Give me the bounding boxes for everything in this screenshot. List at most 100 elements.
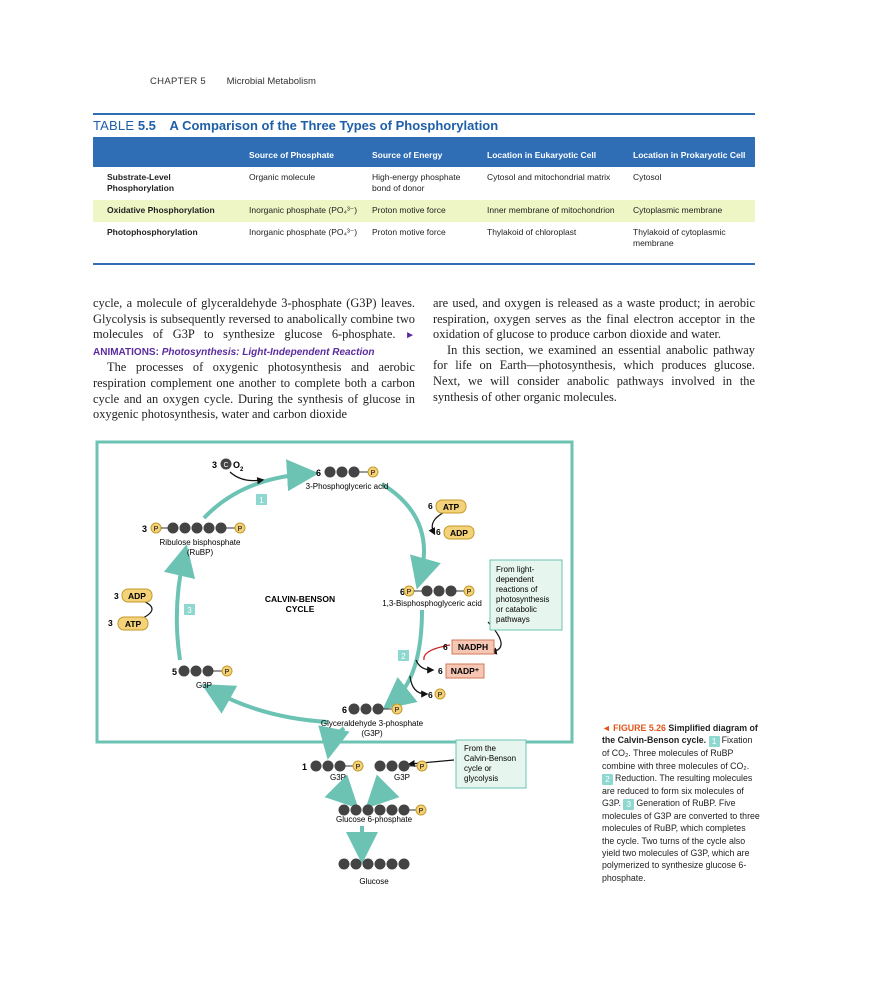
svg-text:Glyceraldehyde 3-phosphate: Glyceraldehyde 3-phosphate bbox=[321, 719, 424, 728]
calvin-source-box bbox=[455, 739, 527, 789]
svg-text:dependent: dependent bbox=[496, 575, 535, 584]
table-row: Oxidative Phosphorylation Inorganic phos… bbox=[93, 200, 755, 222]
svg-text:G3P: G3P bbox=[196, 681, 212, 690]
svg-text:ATP: ATP bbox=[125, 619, 142, 629]
row-heading: Substrate-Level Phosphorylation bbox=[107, 172, 175, 193]
svg-text:3: 3 bbox=[142, 524, 147, 534]
chapter-label: CHAPTER 5 bbox=[150, 76, 207, 87]
table-cell: Cytoplasmic membrane bbox=[627, 200, 755, 222]
table-cell: High-energy phosphate bond of donor bbox=[372, 172, 461, 193]
svg-text:Ribulose bisphosphate: Ribulose bisphosphate bbox=[160, 538, 241, 547]
svg-text:G3P: G3P bbox=[330, 773, 346, 782]
body-column-left: cycle, a molecule of glyceraldehyde 3-ph… bbox=[93, 296, 415, 423]
step-badge: 3 bbox=[623, 799, 635, 811]
svg-text:(G3P): (G3P) bbox=[361, 729, 383, 738]
figure-number: ◄ FIGURE 5.26 bbox=[602, 723, 666, 733]
step-badge: 2 bbox=[602, 773, 613, 785]
g3p-source-arrow bbox=[407, 759, 455, 768]
row-heading: Photophosphorylation bbox=[107, 227, 198, 237]
svg-text:2: 2 bbox=[401, 652, 406, 661]
svg-text:O: O bbox=[233, 460, 240, 470]
svg-text:P: P bbox=[395, 707, 400, 714]
paragraph: In this section, we examined an essentia… bbox=[433, 342, 755, 404]
table-cell: Proton motive force bbox=[366, 200, 481, 222]
svg-text:CYCLE: CYCLE bbox=[286, 604, 315, 614]
svg-text:P: P bbox=[238, 526, 243, 533]
nadph-arrow bbox=[423, 644, 451, 661]
col-header: Location in Prokaryotic Cell bbox=[627, 137, 755, 167]
calvin-benson-diagram: 1 3 2 CALVIN-BENSON CYCLE 3 C O 2 6 P 3-… bbox=[95, 440, 574, 886]
cycle-arrow bbox=[163, 544, 196, 661]
table-cell: Inorganic phosphate (PO₄³⁻) bbox=[249, 227, 358, 237]
svg-text:3: 3 bbox=[114, 591, 119, 601]
svg-text:NADPH: NADPH bbox=[458, 642, 488, 652]
svg-text:6: 6 bbox=[316, 468, 321, 478]
svg-text:6: 6 bbox=[438, 666, 443, 676]
svg-text:6: 6 bbox=[428, 690, 433, 700]
svg-text:3: 3 bbox=[212, 460, 217, 470]
table-cell: Cytosol and mitochondrial matrix bbox=[487, 172, 611, 182]
svg-text:C: C bbox=[223, 462, 228, 469]
svg-text:3: 3 bbox=[187, 606, 192, 615]
phosphorylation-table: Source of Phosphate Source of Energy Loc… bbox=[93, 137, 755, 255]
svg-text:or catabolic: or catabolic bbox=[496, 605, 537, 614]
paragraph: The processes of oxygenic photosynthesis… bbox=[93, 360, 415, 422]
svg-text:Glucose 6-phosphate: Glucose 6-phosphate bbox=[336, 815, 413, 824]
table-cell: Organic molecule bbox=[249, 172, 316, 182]
cycle-arrow bbox=[202, 459, 319, 520]
merge-arrow bbox=[365, 774, 400, 809]
svg-text:P: P bbox=[407, 589, 412, 596]
exit-arrow bbox=[318, 725, 350, 760]
cycle-arrow bbox=[201, 684, 329, 724]
body-column-right: are used, and oxygen is released as a wa… bbox=[433, 296, 755, 405]
svg-text:glycolysis: glycolysis bbox=[464, 774, 498, 783]
table-cell: Cytosol bbox=[633, 172, 662, 182]
svg-text:G3P: G3P bbox=[394, 773, 410, 782]
svg-text:From the: From the bbox=[464, 744, 497, 753]
row-heading: Oxidative Phosphorylation bbox=[93, 200, 243, 222]
table-title: TABLE 5.5 A Comparison of the Three Type… bbox=[93, 118, 499, 133]
figure-caption: ◄ FIGURE 5.26 Simplified diagram of the … bbox=[602, 723, 760, 883]
figure-title: Simplified diagram of the Calvin-Benson … bbox=[602, 723, 758, 746]
col-header: Source of Energy bbox=[366, 137, 481, 167]
col-header: Source of Phosphate bbox=[243, 137, 366, 167]
svg-text:6: 6 bbox=[342, 705, 347, 715]
svg-text:P: P bbox=[225, 669, 230, 676]
cycle-arrow bbox=[382, 609, 424, 710]
svg-text:photosynthesis: photosynthesis bbox=[496, 595, 549, 604]
svg-text:P: P bbox=[420, 764, 425, 771]
svg-text:6: 6 bbox=[443, 642, 448, 652]
table-row: Substrate-Level Phosphorylation Organic … bbox=[93, 167, 755, 200]
svg-text:P: P bbox=[371, 470, 376, 477]
svg-text:2: 2 bbox=[240, 467, 244, 473]
table-bottom-rule bbox=[93, 263, 755, 265]
step-badge: 1 bbox=[708, 736, 720, 748]
paragraph: are used, and oxygen is released as a wa… bbox=[433, 296, 755, 342]
svg-text:cycle or: cycle or bbox=[464, 764, 492, 773]
svg-text:6: 6 bbox=[428, 501, 433, 511]
svg-text:ATP: ATP bbox=[443, 502, 460, 512]
col-header bbox=[93, 137, 243, 167]
svg-text:P: P bbox=[419, 808, 424, 815]
step-badge bbox=[184, 604, 195, 615]
svg-text:CALVIN-BENSON: CALVIN-BENSON bbox=[265, 594, 335, 604]
table-cell: Inorganic phosphate (PO₄³⁻) bbox=[243, 200, 366, 222]
svg-text:1: 1 bbox=[302, 762, 307, 772]
svg-text:From light-: From light- bbox=[496, 565, 535, 574]
animation-link[interactable]: ► ANIMATIONS: Photosynthesis: Light-Inde… bbox=[93, 330, 415, 358]
section-label: Microbial Metabolism bbox=[226, 76, 316, 87]
col-header: Location in Eukaryotic Cell bbox=[481, 137, 627, 167]
pi-arrow bbox=[409, 675, 429, 698]
svg-text:1,3-Bisphosphoglyceric acid: 1,3-Bisphosphoglyceric acid bbox=[382, 599, 482, 608]
svg-text:P: P bbox=[438, 692, 443, 699]
step-badge bbox=[256, 494, 267, 505]
svg-text:pathways: pathways bbox=[496, 615, 530, 624]
cycle-arrow bbox=[380, 482, 441, 590]
co2-arrow bbox=[229, 471, 265, 485]
table-cell: Thylakoid of chloroplast bbox=[487, 227, 577, 237]
svg-text:6: 6 bbox=[436, 527, 441, 537]
svg-text:reactions of: reactions of bbox=[496, 585, 538, 594]
step-badge bbox=[398, 650, 409, 661]
table-row: Photophosphorylation Inorganic phosphate… bbox=[93, 222, 755, 255]
table-cell: Inner membrane of mitochondrion bbox=[481, 200, 627, 222]
